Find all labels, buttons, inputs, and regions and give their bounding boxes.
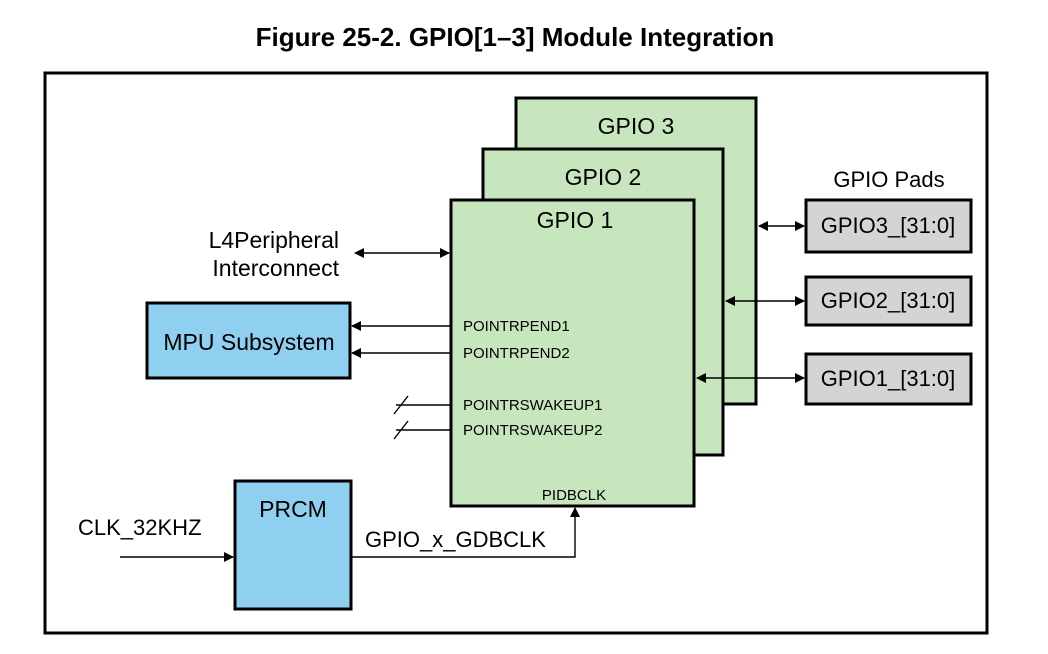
gpio3-module-label: GPIO 3 — [598, 113, 675, 139]
pointrpend1-label: POINTRPEND1 — [463, 318, 570, 335]
l4-interconnect-label-line1: L4Peripheral — [209, 227, 339, 253]
pointrpend2-label: POINTRPEND2 — [463, 345, 570, 362]
gpio3-pad-label: GPIO3_[31:0] — [821, 213, 956, 238]
gpio-pads-title: GPIO Pads — [833, 167, 944, 192]
prcm-block — [233, 479, 353, 611]
gpio1-pad-label: GPIO1_[31:0] — [821, 366, 956, 391]
gpio1-module-label: GPIO 1 — [537, 207, 614, 233]
l4-interconnect-label-line2: Interconnect — [212, 255, 339, 281]
gpio2-pad-label: GPIO2_[31:0] — [821, 288, 956, 313]
gpio3-pad-block — [804, 198, 973, 254]
clk-32khz-label: CLK_32KHZ — [78, 515, 202, 540]
gpio-gdbclk-label: GPIO_x_GDBCLK — [365, 527, 546, 552]
prcm-label: PRCM — [259, 496, 327, 522]
gpio2-pad-block — [804, 275, 973, 327]
pointrswakeup2-break-mark — [393, 420, 409, 440]
gpio-gdbclk-wire — [351, 507, 580, 558]
pidbclk-label: PIDBCLK — [542, 487, 606, 504]
pointrswakeup1-break-mark — [393, 395, 409, 415]
gpio1-pad-block — [804, 352, 973, 406]
mpu-subsystem-block — [145, 301, 352, 380]
pointrswakeup2-label: POINTRSWAKEUP2 — [463, 422, 602, 439]
gpio1-module — [449, 198, 696, 508]
mpu-subsystem-label: MPU Subsystem — [163, 329, 334, 355]
pointrswakeup1-label: POINTRSWAKEUP1 — [463, 397, 602, 414]
figure-title: Figure 25-2. GPIO[1–3] Module Integratio… — [256, 22, 775, 52]
gpio2-module-label: GPIO 2 — [565, 164, 642, 190]
